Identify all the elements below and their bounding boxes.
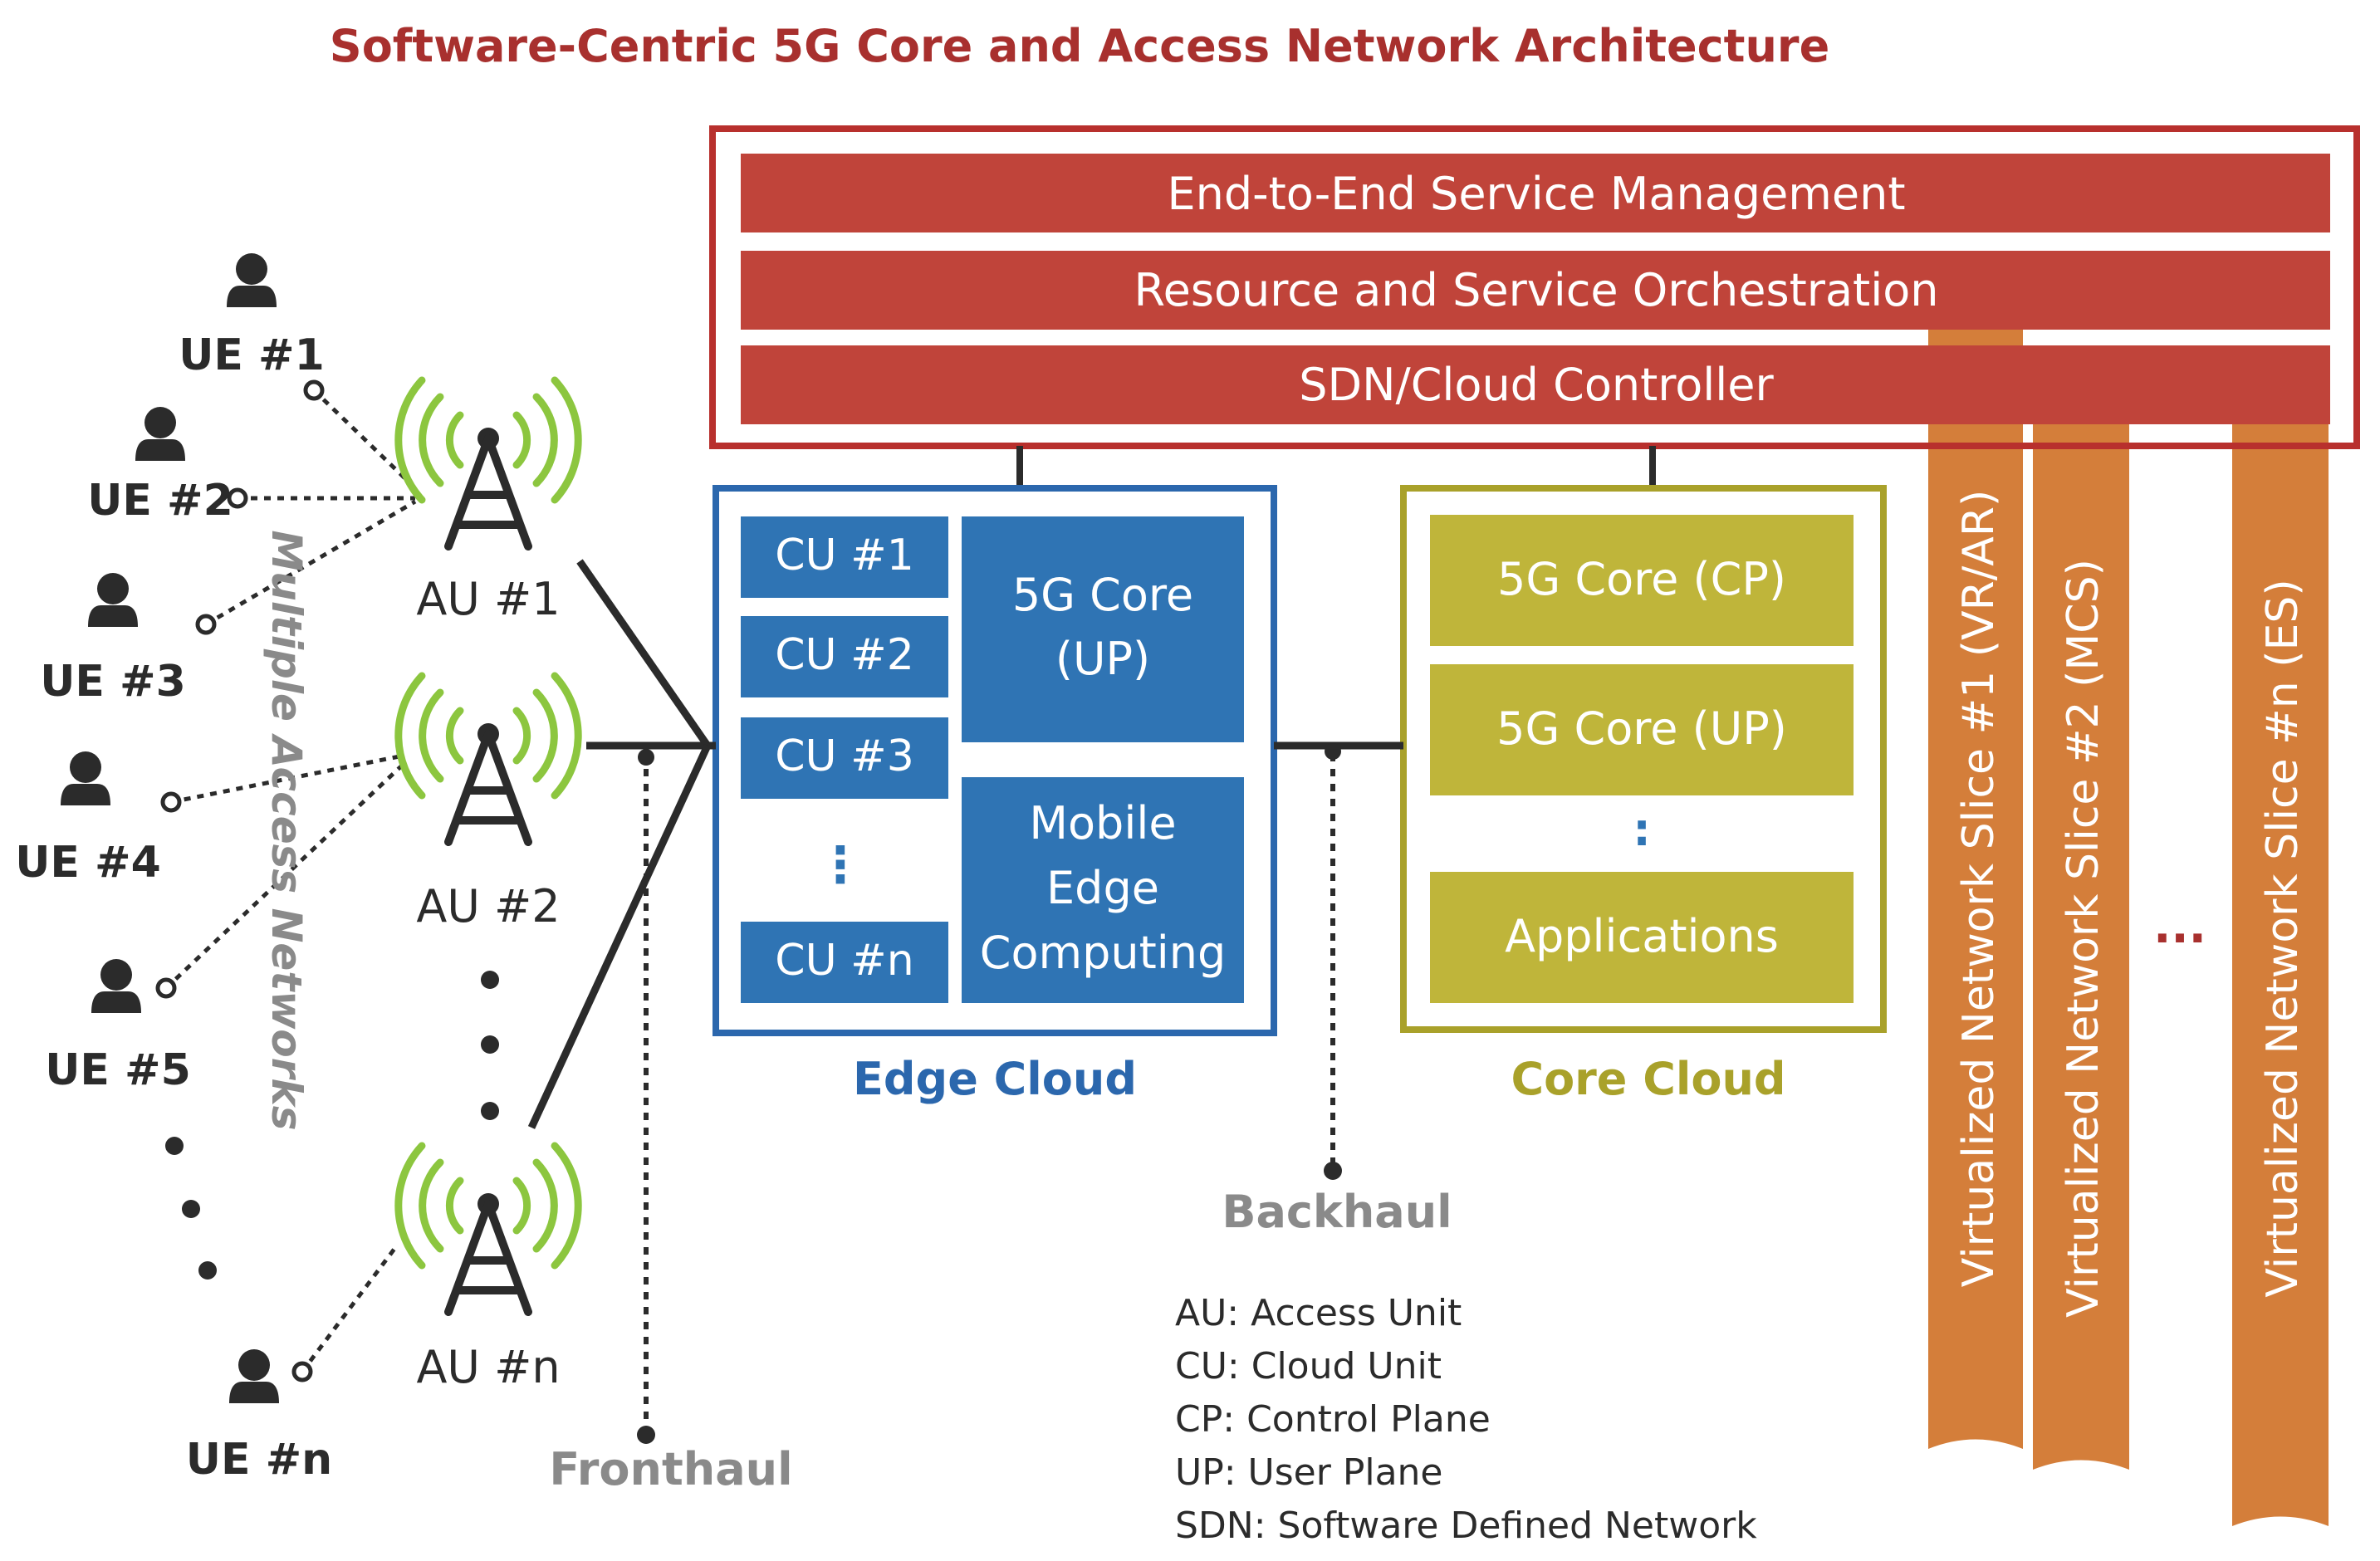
backhaul-label: Backhaul xyxy=(1222,1186,1452,1238)
core-5g-cp: 5G Core (CP) xyxy=(1430,515,1854,646)
edge-core-up-line-2: (UP) xyxy=(1055,633,1150,685)
slice-1-label: Virtualized Network Slice #1 (VR/AR) xyxy=(1954,490,2004,1288)
cu-1: CU #1 xyxy=(741,516,948,598)
slice-n-label: Virtualized Network Slice #n (ES) xyxy=(2258,579,2308,1297)
fronthaul-label: Fronthaul xyxy=(549,1443,792,1495)
ue-2-label: UE #2 xyxy=(87,476,233,526)
legend-cu: CU: Cloud Unit xyxy=(1175,1345,1442,1387)
person-icon xyxy=(227,253,277,307)
ue-n: UE #n xyxy=(186,1349,332,1485)
person-icon xyxy=(91,959,141,1013)
layer-sdn-controller-label: SDN/Cloud Controller xyxy=(1299,359,1774,411)
ue-ellipsis xyxy=(165,1137,217,1280)
management-frame xyxy=(709,125,2360,449)
edge-cloud-label: Edge Cloud xyxy=(853,1053,1137,1105)
access-units: AU #1 AU #2 AU #n xyxy=(399,380,578,1393)
edge-core-up-line-1: 5G Core xyxy=(1012,569,1193,621)
layer-orchestration-label: Resource and Service Orchestration xyxy=(1134,264,1939,316)
core-applications: Applications xyxy=(1430,872,1854,1003)
core-5g-up: 5G Core (UP) xyxy=(1430,664,1854,795)
legend-au: AU: Access Unit xyxy=(1175,1292,1462,1334)
mec-line-2: Edge xyxy=(1046,862,1159,914)
au-1-label: AU #1 xyxy=(416,573,560,625)
mobile-edge-computing: Mobile Edge Computing xyxy=(962,777,1244,1003)
layer-orchestration: Resource and Service Orchestration xyxy=(741,251,2330,330)
person-icon xyxy=(88,573,138,627)
cu-ellipsis: ⋮ xyxy=(815,836,865,894)
au-n: AU #n xyxy=(399,1146,578,1393)
mec-line-1: Mobile xyxy=(1029,797,1176,849)
ue-link-ends xyxy=(155,379,325,1382)
legend-sdn: SDN: Software Defined Network xyxy=(1175,1505,1757,1547)
ue-5: UE #5 xyxy=(45,959,191,1095)
antenna-icon xyxy=(399,380,578,546)
slice-ellipsis: ... xyxy=(2153,900,2206,954)
ue-1-label: UE #1 xyxy=(179,330,325,380)
person-icon xyxy=(135,407,185,461)
au-n-label: AU #n xyxy=(416,1341,560,1393)
mec-line-3: Computing xyxy=(980,927,1227,979)
core-5g-up-label: 5G Core (UP) xyxy=(1496,702,1787,755)
core-applications-label: Applications xyxy=(1505,910,1779,962)
edge-cloud-frame xyxy=(713,485,1277,1036)
slice-2-label: Virtualized Network Slice #2 (MCS) xyxy=(2059,559,2108,1318)
cu-2: CU #2 xyxy=(741,616,948,697)
network-slice-1: Virtualized Network Slice #1 (VR/AR) xyxy=(1928,328,2023,1449)
layer-service-management: End-to-End Service Management xyxy=(741,154,2330,232)
cu-3: CU #3 xyxy=(741,717,948,799)
ue-3-label: UE #3 xyxy=(40,657,186,707)
core-cloud-label: Core Cloud xyxy=(1511,1053,1785,1105)
layer-sdn-controller: SDN/Cloud Controller xyxy=(741,345,2330,424)
au-2: AU #2 xyxy=(399,676,578,932)
network-slices: Virtualized Network Slice #1 (VR/AR) Vir… xyxy=(1928,328,2329,1526)
core-5g-cp-label: 5G Core (CP) xyxy=(1497,553,1786,605)
layer-service-management-label: End-to-End Service Management xyxy=(1167,168,1905,220)
au-2-label: AU #2 xyxy=(416,880,560,932)
cu-n-label: CU #n xyxy=(775,936,913,986)
legend-up: UP: User Plane xyxy=(1175,1451,1443,1494)
antenna-icon xyxy=(399,1146,578,1312)
ue-4-label: UE #4 xyxy=(15,838,161,888)
core-cloud: 5G Core (CP) 5G Core (UP) : Applications… xyxy=(1400,485,1887,1105)
ue-links xyxy=(164,389,417,1373)
legend: AU: Access Unit CU: Cloud Unit CP: Contr… xyxy=(1175,1292,1757,1547)
management-stack: End-to-End Service Management Resource a… xyxy=(709,125,2360,449)
network-links: Fronthaul Backhaul xyxy=(527,559,1452,1495)
ue-3: UE #3 xyxy=(40,573,186,707)
au-1: AU #1 xyxy=(399,380,578,625)
cu-3-label: CU #3 xyxy=(775,732,914,781)
ue-n-label: UE #n xyxy=(186,1435,332,1485)
controller-connectors xyxy=(1016,446,1656,488)
access-networks-label: Multiple Access Networks xyxy=(262,531,311,1131)
person-icon xyxy=(229,1349,279,1403)
ue-2: UE #2 xyxy=(87,407,233,526)
core-cloud-frame xyxy=(1400,485,1887,1033)
ue-1: UE #1 xyxy=(179,253,325,380)
edge-cloud: CU #1 CU #2 CU #3 ⋮ CU #n 5G Core (UP) M… xyxy=(713,485,1277,1105)
au-ellipsis xyxy=(481,971,499,1120)
legend-cp: CP: Control Plane xyxy=(1175,1398,1491,1441)
diagram-title: Software-Centric 5G Core and Access Netw… xyxy=(330,20,1829,72)
ue-5-label: UE #5 xyxy=(45,1045,191,1095)
network-slice-2: Virtualized Network Slice #2 (MCS) xyxy=(2033,423,2129,1470)
cu-n: CU #n xyxy=(741,922,948,1003)
network-slice-n: Virtualized Network Slice #n (ES) xyxy=(2232,423,2329,1526)
person-icon xyxy=(61,751,110,805)
user-equipment: UE #1 UE #2 UE #3 UE #4 UE #5 UE #n xyxy=(15,253,332,1485)
antenna-icon xyxy=(399,676,578,842)
cu-1-label: CU #1 xyxy=(775,531,914,580)
core-ellipsis: : xyxy=(1633,804,1651,856)
edge-5g-core-up: 5G Core (UP) xyxy=(962,516,1244,742)
cu-2-label: CU #2 xyxy=(775,630,914,680)
ue-4: UE #4 xyxy=(15,751,161,888)
